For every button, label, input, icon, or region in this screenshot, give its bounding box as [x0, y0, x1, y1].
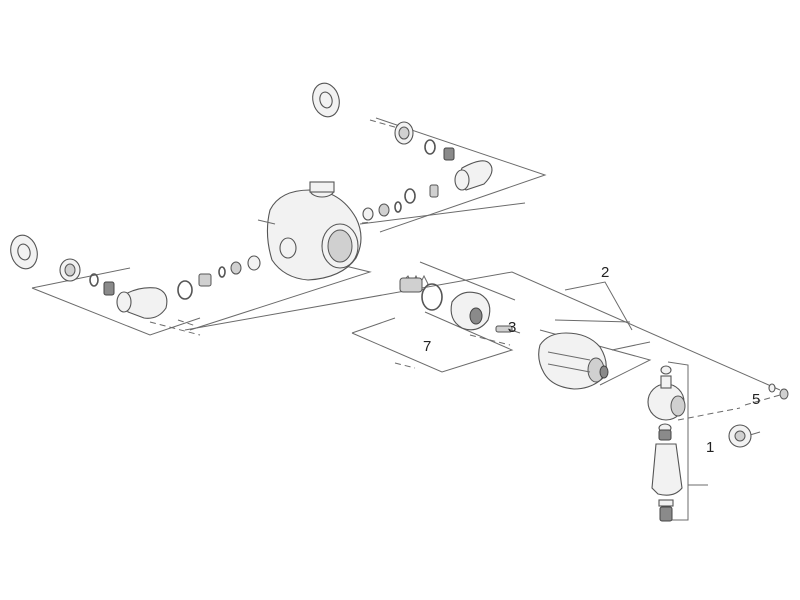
callout-7: 7 [423, 338, 431, 355]
o-ring-icon [421, 283, 443, 311]
key-icon [495, 325, 521, 334]
callout-5: 5 [752, 391, 760, 408]
valve-body-icon [257, 181, 362, 281]
cap-icon [728, 424, 752, 448]
wall-plate-left [10, 234, 38, 270]
wall-plate-top [312, 82, 340, 118]
callout-1: 1 [706, 439, 714, 456]
leader-lines [31, 117, 781, 521]
left-inlet-parts [59, 255, 261, 319]
callout-2: 2 [601, 264, 609, 281]
cartridge-icon [538, 332, 609, 390]
screw-icon [768, 383, 789, 400]
upper-inlet-parts [362, 121, 493, 221]
spring-icon [399, 274, 429, 293]
cartridge-small-icon [450, 291, 491, 331]
lever-handle-icon [651, 423, 683, 522]
handle-hub-icon [647, 365, 686, 421]
callout-3: 3 [508, 319, 516, 336]
